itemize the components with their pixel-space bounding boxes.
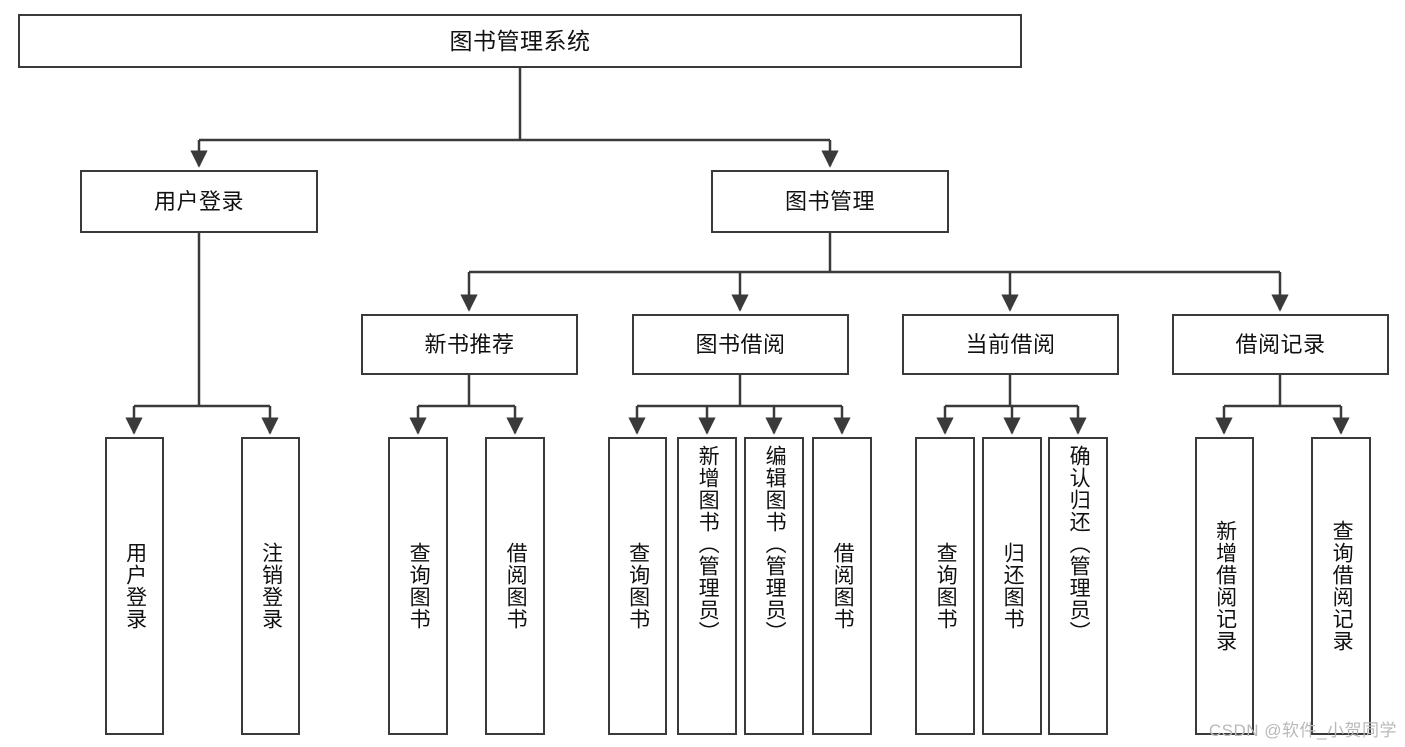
leaf-borrow-book-2[interactable]: 借阅图书 [812, 437, 872, 735]
leaf-return-book[interactable]: 归还图书 [982, 437, 1042, 735]
leaf-query-book-3[interactable]: 查询图书 [915, 437, 975, 735]
node-book-management[interactable]: 图书管理 [711, 170, 949, 233]
node-root[interactable]: 图书管理系统 [18, 14, 1022, 68]
leaf-borrow-book-1-label: 借阅图书 [504, 542, 528, 630]
node-current-borrow[interactable]: 当前借阅 [902, 314, 1119, 375]
leaf-query-record-label: 查询借阅记录 [1330, 520, 1354, 652]
csdn-watermark: CSDN @软件_小贺同学 [1208, 721, 1397, 740]
node-user-login[interactable]: 用户登录 [80, 170, 318, 233]
leaf-confirm-return-label: 确认归还（管理员） [1067, 445, 1091, 643]
leaf-user-login-label: 用户登录 [123, 542, 147, 630]
leaf-query-record[interactable]: 查询借阅记录 [1311, 437, 1371, 735]
leaf-add-record-label: 新增借阅记录 [1213, 520, 1237, 652]
node-book-borrow-label: 图书借阅 [695, 331, 786, 357]
node-current-borrow-label: 当前借阅 [965, 331, 1056, 357]
node-root-label: 图书管理系统 [449, 27, 591, 54]
node-book-borrow[interactable]: 图书借阅 [632, 314, 849, 375]
leaf-add-book-label: 新增图书（管理员） [696, 445, 720, 643]
leaf-logout-login[interactable]: 注销登录 [241, 437, 300, 735]
leaf-edit-book-label: 编辑图书（管理员） [763, 445, 787, 643]
leaf-query-book-3-label: 查询图书 [934, 542, 958, 630]
leaf-query-book-1-label: 查询图书 [407, 542, 431, 630]
leaf-query-book-1[interactable]: 查询图书 [388, 437, 448, 735]
leaf-edit-book[interactable]: 编辑图书（管理员） [744, 437, 804, 735]
node-user-login-label: 用户登录 [153, 188, 244, 214]
leaf-query-book-2-label: 查询图书 [626, 542, 650, 630]
node-book-management-label: 图书管理 [784, 188, 875, 214]
leaf-user-login[interactable]: 用户登录 [105, 437, 164, 735]
node-borrow-record-label: 借阅记录 [1235, 331, 1326, 357]
leaf-logout-login-label: 注销登录 [259, 542, 283, 630]
leaf-add-record[interactable]: 新增借阅记录 [1195, 437, 1254, 735]
node-borrow-record[interactable]: 借阅记录 [1172, 314, 1389, 375]
node-new-book-recommend[interactable]: 新书推荐 [361, 314, 578, 375]
leaf-add-book[interactable]: 新增图书（管理员） [677, 437, 737, 735]
leaf-borrow-book-2-label: 借阅图书 [831, 542, 855, 630]
leaf-query-book-2[interactable]: 查询图书 [608, 437, 667, 735]
leaf-return-book-label: 归还图书 [1001, 542, 1025, 630]
node-new-book-recommend-label: 新书推荐 [424, 331, 515, 357]
leaf-confirm-return[interactable]: 确认归还（管理员） [1048, 437, 1108, 735]
leaf-borrow-book-1[interactable]: 借阅图书 [485, 437, 545, 735]
